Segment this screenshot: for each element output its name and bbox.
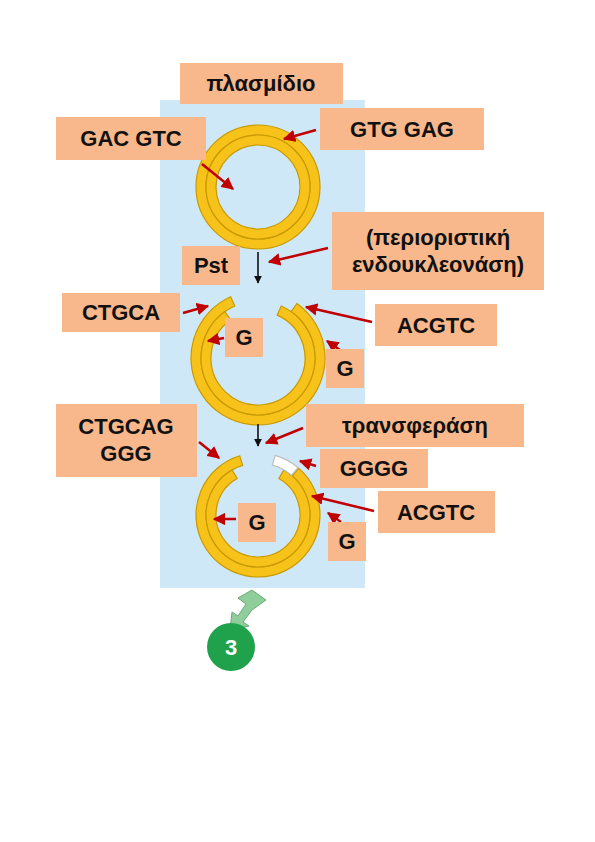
dna-strand [206, 470, 310, 567]
dna-strand [196, 125, 320, 249]
label-box: Pst [182, 246, 240, 285]
label-text: CTGCA [82, 299, 160, 326]
label-box: G [225, 318, 262, 357]
label-text: πλασμίδιο [206, 70, 315, 97]
label-text: Pst [194, 252, 228, 279]
label-text: G [338, 528, 355, 555]
leader-line [202, 164, 233, 189]
leader-line [300, 461, 316, 466]
label-text: ACGTC [397, 312, 475, 339]
label-box: τρανσφεράση [306, 404, 524, 447]
label-box: CTGCAG GGG [56, 404, 197, 477]
label-box: ACGTC [375, 304, 497, 346]
leader-line [183, 306, 208, 313]
leader-line [214, 518, 236, 521]
label-box: ACGTC [378, 491, 495, 533]
label-text: G [248, 509, 265, 536]
label-box: πλασμίδιο [180, 63, 343, 104]
label-box: GTG GAG [320, 108, 484, 150]
step-circle: 3 [207, 623, 255, 671]
step-arrow [257, 252, 259, 283]
leader-line [306, 307, 372, 322]
step-arrow [257, 424, 259, 446]
plasmid-rings [191, 125, 325, 577]
label-text: G [336, 355, 353, 382]
dna-strand [191, 297, 325, 425]
dna-strand [201, 306, 315, 415]
leader-line [208, 338, 224, 341]
label-text: CTGCAG GGG [66, 413, 187, 467]
background-panel [160, 100, 365, 588]
dna-strand [196, 456, 320, 577]
leader-line [312, 496, 374, 511]
label-text: GAC GTC [80, 125, 181, 152]
label-box: GGGG [320, 449, 428, 488]
leader-line [199, 442, 219, 458]
label-box: CTGCA [62, 293, 180, 332]
label-text: GTG GAG [350, 116, 454, 143]
label-text: G [235, 324, 252, 351]
dna-strand [206, 135, 310, 239]
leader-line [284, 130, 316, 139]
label-box: G [326, 349, 363, 388]
label-text: GGGG [340, 455, 408, 482]
label-text: 3 [225, 634, 237, 661]
label-text: (περιοριστική ενδουκλεονάση) [342, 224, 534, 278]
leader-line [266, 428, 303, 443]
label-text: τρανσφεράση [342, 412, 488, 439]
label-box: (περιοριστική ενδουκλεονάση) [332, 212, 544, 290]
label-box: G [238, 503, 276, 542]
label-box: GAC GTC [56, 117, 206, 160]
dna-strand [272, 455, 298, 475]
label-text: ACGTC [397, 499, 475, 526]
label-box: G [328, 522, 365, 561]
leader-line [269, 248, 328, 262]
